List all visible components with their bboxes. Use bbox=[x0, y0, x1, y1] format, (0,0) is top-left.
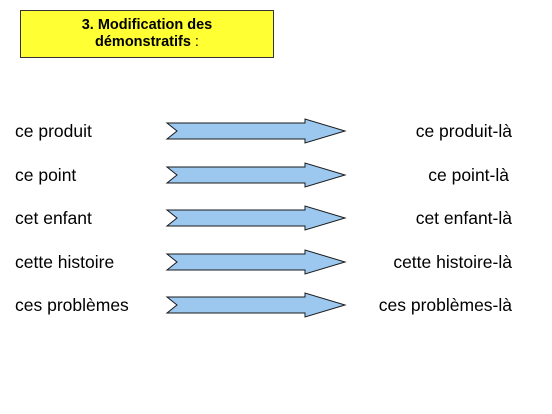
title-line-2-text: démonstratifs bbox=[95, 34, 191, 50]
title-line-2: démonstratifs : bbox=[21, 34, 273, 51]
row-left-text: ces problèmes bbox=[15, 295, 129, 315]
row-right-text: ce produit-là bbox=[415, 121, 512, 141]
row-right-text: cette histoire-là bbox=[393, 252, 512, 272]
title-colon: : bbox=[190, 34, 199, 50]
row-left-text: ce produit bbox=[15, 121, 92, 141]
row-right-text: ce point-là bbox=[428, 165, 509, 185]
row-left-text: cette histoire bbox=[15, 252, 115, 272]
row-right-text: ces problèmes-là bbox=[378, 295, 512, 315]
row-3: cet enfant cet enfant-là bbox=[0, 205, 552, 235]
row-5: ces problèmes ces problèmes-là bbox=[0, 292, 552, 322]
title-box: 3. Modification des démonstratifs : bbox=[20, 10, 274, 58]
row-4: cette histoire cette histoire-là bbox=[0, 249, 552, 279]
right-arrow-icon bbox=[165, 249, 347, 275]
row-2: ce point ce point-là bbox=[0, 162, 552, 192]
right-arrow-icon bbox=[165, 162, 347, 188]
row-left-text: ce point bbox=[15, 165, 77, 185]
row-left-text: cet enfant bbox=[15, 208, 92, 228]
row-1: ce produit ce produit-là bbox=[0, 118, 552, 148]
row-right-text: cet enfant-là bbox=[415, 208, 512, 228]
right-arrow-icon bbox=[165, 205, 347, 231]
right-arrow-icon bbox=[165, 118, 347, 144]
right-arrow-icon bbox=[165, 292, 347, 318]
title-line-1: 3. Modification des bbox=[81, 17, 213, 33]
